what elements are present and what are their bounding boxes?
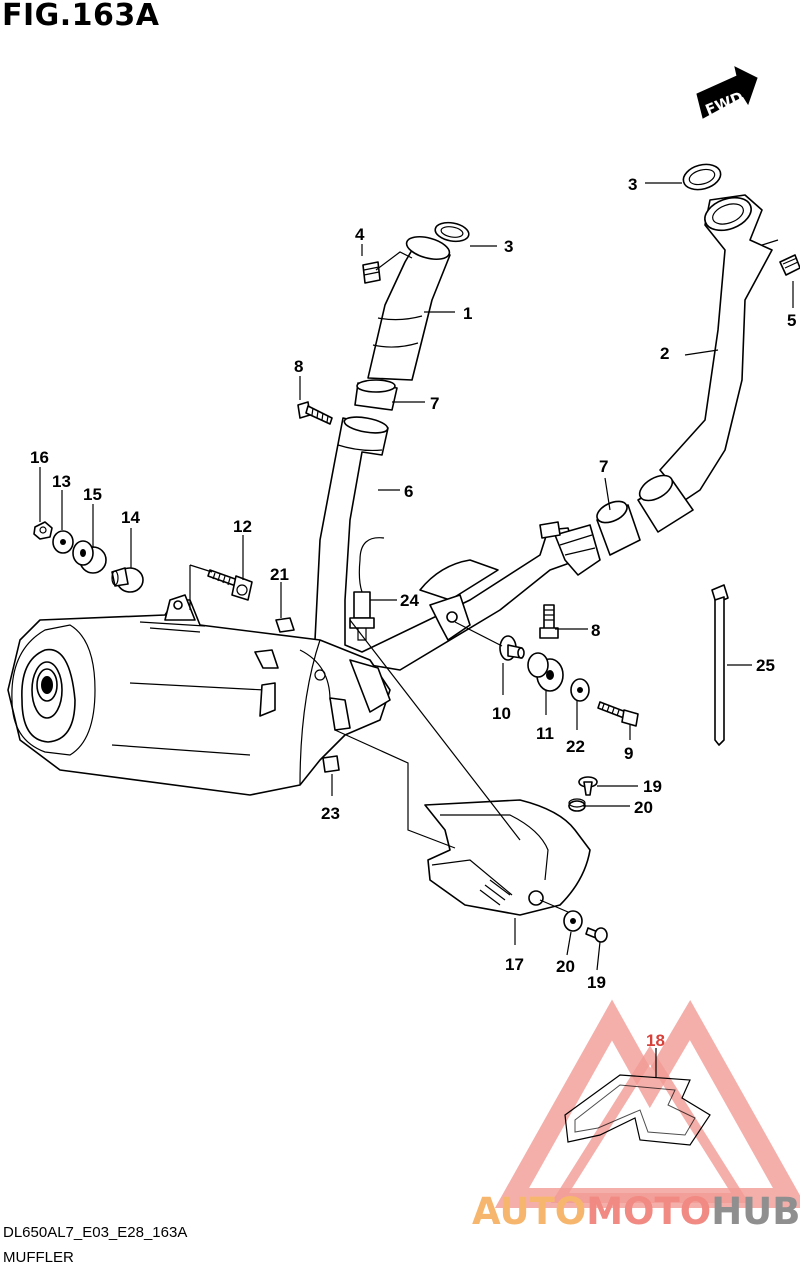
leader-lines xyxy=(39,182,794,1078)
gasket-3-right xyxy=(682,163,722,191)
clip-21 xyxy=(275,617,295,633)
callout-19-upper: 19 xyxy=(643,777,662,796)
callout-7-right: 7 xyxy=(599,457,608,476)
model-code: DL650AL7_E03_E28_163A xyxy=(3,1224,188,1241)
grommet-20-upper xyxy=(568,798,586,812)
callout-8-lower: 8 xyxy=(591,621,600,640)
exhaust-pipe-1 xyxy=(367,235,451,381)
callout-24: 24 xyxy=(400,591,419,610)
callout-18: 18 xyxy=(646,1031,665,1050)
callout-8-upper: 8 xyxy=(294,357,303,376)
exhaust-pipe-2 xyxy=(659,194,779,501)
figure-title: FIG.163A xyxy=(2,0,160,33)
callout-23: 23 xyxy=(321,804,340,823)
callout-22: 22 xyxy=(566,737,585,756)
callout-10: 10 xyxy=(492,704,511,723)
watermark-moto: MOTO xyxy=(586,1190,712,1233)
sleeve-7-right xyxy=(596,500,641,556)
pipe-joint-right xyxy=(637,474,694,533)
callout-21: 21 xyxy=(270,565,289,584)
callout-25: 25 xyxy=(756,656,775,675)
callout-1: 1 xyxy=(463,304,472,323)
callout-9: 9 xyxy=(624,744,633,763)
callout-labels: 1 2 3 3 4 5 6 7 7 8 8 9 10 11 12 13 14 1… xyxy=(30,175,796,1050)
bolt-9 xyxy=(597,701,639,727)
forward-direction-arrow-icon: FWD xyxy=(696,66,758,119)
collar-14 xyxy=(111,567,144,593)
heat-shield-upper xyxy=(419,559,499,641)
bolt-8-lower xyxy=(539,604,559,639)
callout-20-upper: 20 xyxy=(634,798,653,817)
collar-10 xyxy=(499,635,525,661)
cable-tie-25 xyxy=(711,584,729,746)
screw-19-upper xyxy=(578,776,598,796)
callout-3-right: 3 xyxy=(628,175,637,194)
callout-20-lower: 20 xyxy=(556,957,575,976)
heat-shield-17 xyxy=(424,799,591,916)
bolt-4 xyxy=(362,251,413,284)
heat-insulator-18 xyxy=(564,1074,711,1146)
callout-16: 16 xyxy=(30,448,49,467)
gasket-3-left xyxy=(434,221,470,243)
nut-23 xyxy=(322,755,340,773)
grommet-20-lower xyxy=(563,910,583,932)
callout-19-lower: 19 xyxy=(587,973,606,992)
callout-4: 4 xyxy=(355,225,365,244)
callout-12: 12 xyxy=(233,517,252,536)
bolt-8-upper xyxy=(297,401,333,425)
callout-17: 17 xyxy=(505,955,524,974)
washer-13 xyxy=(52,530,74,554)
callout-15: 15 xyxy=(83,485,102,504)
callout-6: 6 xyxy=(404,482,413,501)
screw-19-lower xyxy=(585,927,608,943)
oxygen-sensor-24 xyxy=(349,537,385,641)
callout-2: 2 xyxy=(660,344,669,363)
sleeve-7-left xyxy=(354,379,398,411)
nut-16 xyxy=(33,521,53,540)
watermark-auto: AUTO xyxy=(472,1190,587,1233)
cushion-11 xyxy=(527,652,564,692)
callout-5: 5 xyxy=(787,311,796,330)
callout-14: 14 xyxy=(121,508,140,527)
washer-22 xyxy=(570,678,590,702)
bolt-12 xyxy=(207,569,253,601)
callout-11: 11 xyxy=(536,724,554,743)
cushion-15 xyxy=(72,540,107,574)
watermark-hub: HUB xyxy=(711,1190,800,1233)
callout-13: 13 xyxy=(52,472,71,491)
callout-7-left: 7 xyxy=(430,394,439,413)
watermark-logo-icon xyxy=(494,999,800,1208)
callout-3-left: 3 xyxy=(504,237,513,256)
watermark-text: AUTOMOTOHUB xyxy=(472,1190,800,1233)
muffler-body xyxy=(7,594,391,796)
section-name: MUFFLER xyxy=(3,1249,74,1266)
bolt-5 xyxy=(779,254,800,276)
